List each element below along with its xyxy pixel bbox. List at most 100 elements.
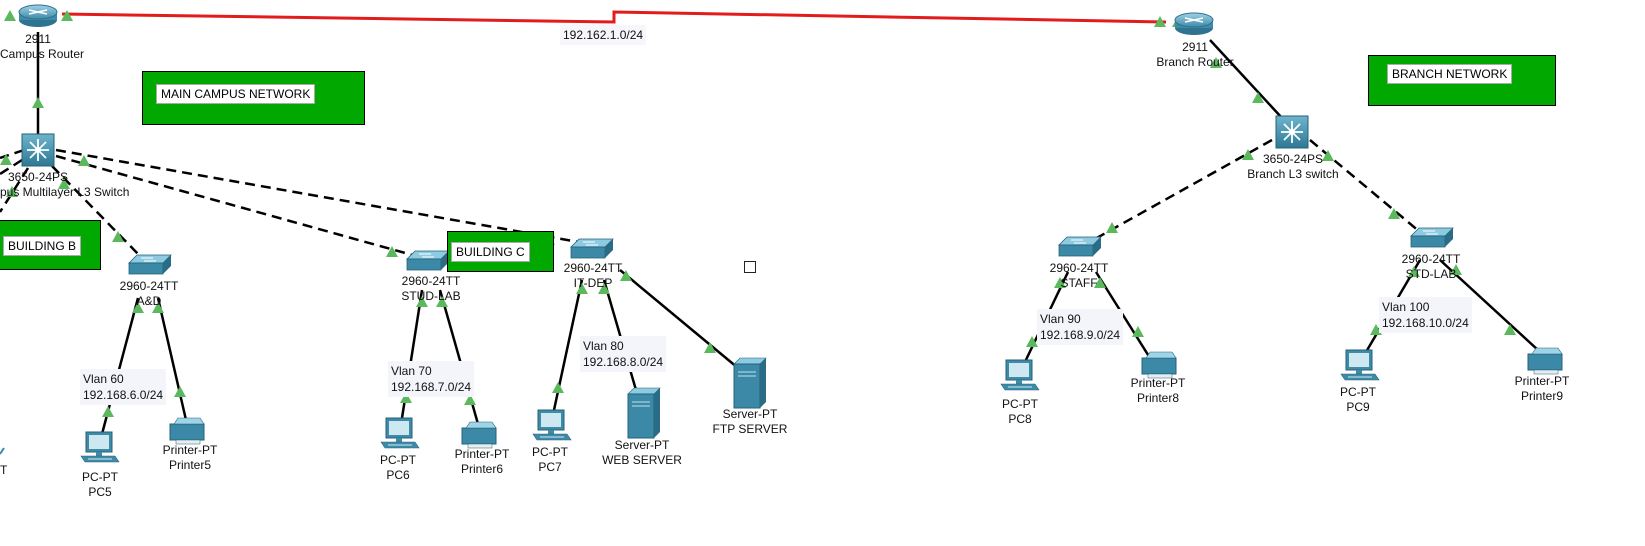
staff-switch-label: 2960-24TT STAFF <box>1040 261 1118 291</box>
staff-switch-icon[interactable] <box>1058 236 1102 257</box>
pc7-model: PC-PT <box>532 445 568 459</box>
main-campus-label: MAIN CAMPUS NETWORK <box>156 84 316 104</box>
main-switch-name: pus Multilayer L3 Switch <box>0 185 130 199</box>
link-mainswitch-offscreen-2[interactable] <box>0 158 23 176</box>
staff-switch-name: STAFF <box>1060 276 1098 290</box>
vlan100-note: Vlan 100 192.168.10.0/24 <box>1379 297 1472 333</box>
pc6-icon[interactable] <box>380 417 420 449</box>
vlan90-note: Vlan 90 192.168.9.0/24 <box>1037 309 1124 345</box>
link-itdep-ftpserver[interactable] <box>619 269 739 369</box>
pc5-model: PC-PT <box>82 470 118 484</box>
vlan80-id: Vlan 80 <box>583 339 624 353</box>
studlab-switch-icon[interactable] <box>406 250 450 271</box>
pc8-label: PC-PT PC8 <box>990 397 1050 427</box>
ad-switch-icon[interactable] <box>128 254 172 275</box>
ftp-server-icon[interactable] <box>733 357 767 409</box>
printer9-name: Printer9 <box>1520 389 1564 403</box>
web-server-label: Server-PT WEB SERVER <box>592 438 692 468</box>
link-mainswitch-offscreen-1[interactable] <box>0 148 25 160</box>
printer8-model: Printer-PT <box>1130 376 1186 390</box>
printer9-icon[interactable] <box>1527 347 1563 375</box>
vlan100-subnet: 192.168.10.0/24 <box>1382 316 1469 330</box>
pc9-label: PC-PT PC9 <box>1328 385 1388 415</box>
main-l3-switch-icon[interactable] <box>21 133 55 167</box>
ad-switch-name: A&D <box>136 294 162 308</box>
branch-l3-switch-icon[interactable] <box>1275 115 1309 149</box>
printer5-model: Printer-PT <box>162 443 218 457</box>
staff-switch-model: 2960-24TT <box>1049 261 1109 275</box>
ad-switch-label: 2960-24TT A&D <box>110 279 188 309</box>
main-router-icon[interactable] <box>18 4 58 28</box>
printer8-label: Printer-PT Printer8 <box>1118 376 1198 406</box>
main-router-label: 2911 n Campus Router <box>0 32 85 62</box>
main-router-name: n Campus Router <box>0 47 85 61</box>
link-mainswitch-itdep[interactable] <box>55 148 591 246</box>
pc7-icon[interactable] <box>532 409 572 441</box>
pc5-icon[interactable] <box>80 431 120 463</box>
pc9-name: PC9 <box>1346 400 1370 414</box>
printer8-name: Printer8 <box>1136 391 1180 405</box>
printer8-icon[interactable] <box>1141 351 1177 379</box>
studlab-switch-label: 2960-24TT STUD-LAB <box>392 274 470 304</box>
main-router-model: 2911 <box>25 32 51 46</box>
studlab-switch-model: 2960-24TT <box>401 274 461 288</box>
itdep-switch-name: IT-DEP <box>573 276 613 290</box>
branch-router-icon[interactable] <box>1174 12 1214 36</box>
pc6-name: PC6 <box>386 468 410 482</box>
wan-link-label: 192.162.1.0/24 <box>560 25 647 45</box>
vlan60-note: Vlan 60 192.168.6.0/24 <box>80 369 167 405</box>
link-mainswitch-offscreen-3[interactable] <box>0 167 30 213</box>
stdlab-switch-icon[interactable] <box>1410 227 1454 248</box>
pc8-icon[interactable] <box>1000 359 1040 391</box>
vlan80-subnet: 192.168.8.0/24 <box>583 355 664 369</box>
itdep-switch-model: 2960-24TT <box>563 261 623 275</box>
printer6-name: Printer6 <box>460 462 504 476</box>
branch-label: BRANCH NETWORK <box>1387 64 1513 84</box>
link-mainswitch-ad[interactable] <box>51 165 143 259</box>
link-itdep-webserver[interactable] <box>602 279 638 391</box>
pc7-label: PC-PT PC7 <box>520 445 580 475</box>
stdlab-switch-model: 2960-24TT <box>1401 252 1461 266</box>
branch-router-model: 2911 <box>1182 40 1208 54</box>
itdep-switch-icon[interactable] <box>570 238 614 259</box>
branch-router-label: 2911 Branch Router <box>1150 40 1240 70</box>
ftp-server-label: Server-PT FTP SERVER <box>700 407 800 437</box>
printer5-icon[interactable] <box>169 417 205 445</box>
link-branchswitch-staff[interactable] <box>1085 138 1273 246</box>
pc9-model: PC-PT <box>1340 385 1376 399</box>
printer5-label: Printer-PT Printer5 <box>150 443 230 473</box>
pc5-label: PC-PT PC5 <box>70 470 130 500</box>
main-campus-area[interactable]: MAIN CAMPUS NETWORK <box>142 71 365 125</box>
pc6-label: PC-PT PC6 <box>368 453 428 483</box>
wan-link[interactable] <box>61 10 1167 24</box>
printer6-label: Printer-PT Printer6 <box>442 447 522 477</box>
link-mainswitch-studlab[interactable] <box>55 154 417 258</box>
selection-handle[interactable] <box>744 261 756 273</box>
branch-switch-model: 3650-24PS <box>1262 152 1324 166</box>
link-ad-printer5[interactable] <box>156 297 188 421</box>
branch-router-name: Branch Router <box>1156 55 1234 69</box>
pc5-name: PC5 <box>88 485 112 499</box>
building-c-area[interactable]: BUILDING C <box>447 231 554 272</box>
printer9-label: Printer-PT Printer9 <box>1502 374 1582 404</box>
vlan60-id: Vlan 60 <box>83 372 124 386</box>
building-b-label: BUILDING B <box>3 236 82 256</box>
ftp-server-name: FTP SERVER <box>712 422 788 436</box>
printer6-icon[interactable] <box>461 421 497 449</box>
pc6-model: PC-PT <box>380 453 416 467</box>
web-server-model: Server-PT <box>614 438 670 452</box>
stdlab-switch-label: 2960-24TT STD-LAB <box>1392 252 1470 282</box>
web-server-icon[interactable] <box>627 387 661 439</box>
ftp-server-model: Server-PT <box>722 407 778 421</box>
itdep-switch-label: 2960-24TT IT-DEP <box>554 261 632 291</box>
building-b-area[interactable]: BUILDING B <box>0 220 101 270</box>
vlan60-subnet: 192.168.6.0/24 <box>83 388 164 402</box>
branch-area[interactable]: BRANCH NETWORK <box>1368 55 1556 106</box>
pc9-icon[interactable] <box>1340 349 1380 381</box>
printer5-name: Printer5 <box>168 458 212 472</box>
link-stdlab-printer9[interactable] <box>1439 259 1539 351</box>
vlan70-id: Vlan 70 <box>391 364 432 378</box>
branch-switch-name: Branch L3 switch <box>1247 167 1339 181</box>
link-branchrouter-branchswitch[interactable] <box>1209 39 1283 119</box>
